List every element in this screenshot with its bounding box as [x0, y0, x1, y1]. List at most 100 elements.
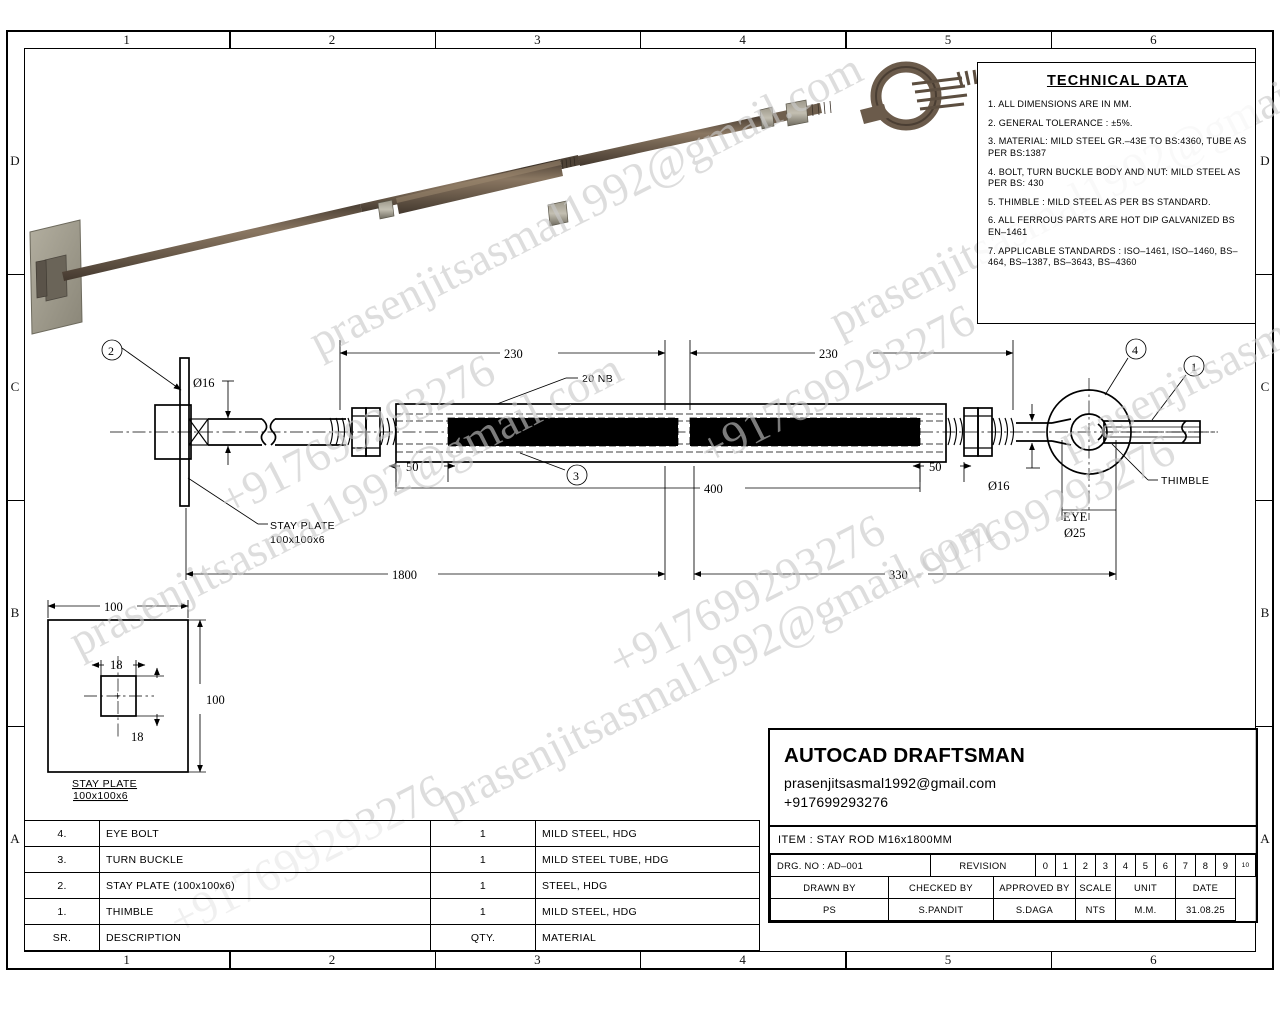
table-row: 3. TURN BUCKLE 1 MILD STEEL TUBE, HDG — [24, 846, 760, 873]
drawn-by-label: DRAWN BY — [769, 875, 890, 899]
zone-tick-bottom — [845, 952, 847, 970]
turnbuckle-tube — [395, 403, 947, 463]
company-email: prasenjitsasmal1992@gmail.com — [784, 775, 997, 791]
zone-label-top-3: 3 — [534, 32, 541, 47]
balloon-4: 4 — [1104, 338, 1147, 396]
company-phone: +917699293276 — [784, 794, 889, 811]
detail-dim-18h: 18 — [131, 730, 144, 744]
plate-rod-joint — [188, 418, 209, 446]
checked-by-value: S.PANDIT — [888, 897, 994, 921]
zone-tick-top — [640, 30, 642, 48]
revision-cell: 9 — [1215, 853, 1236, 877]
label-stay-plate-size: 100x100x6 — [270, 534, 325, 546]
zone-label-right-C: C — [1260, 379, 1270, 394]
dim-330: 330 — [693, 466, 1117, 582]
zone-label-right-D: D — [1260, 153, 1270, 168]
bom-mat: MILD STEEL, HDG — [535, 898, 760, 925]
bom-desc: THIMBLE — [99, 898, 431, 925]
revision-cell: 6 — [1155, 853, 1176, 877]
dim-230-right: 230 — [689, 340, 1014, 410]
rod-left — [208, 418, 346, 446]
zone-label-right-A: A — [1260, 831, 1270, 846]
tech-item: 2. GENERAL TOLERANCE : ±5%. — [988, 117, 1133, 128]
technical-data-title: TECHNICAL DATA — [1046, 73, 1189, 89]
tech-item: 4. BOLT, TURN BUCKLE BODY AND NUT: MILD … — [988, 166, 1241, 189]
detail-subtitle: 100x100x6 — [73, 790, 128, 802]
dim-230-left: 230 — [339, 340, 666, 410]
dim-50-left-text: 50 — [406, 460, 419, 474]
bolt-head — [154, 404, 192, 460]
tech-item: 7. APPLICABLE STANDARDS : ISO–1461, ISO–… — [988, 245, 1238, 268]
bom-mat: MILD STEEL, HDG — [535, 820, 760, 847]
zone-tick-left — [6, 726, 24, 728]
date-value: 31.08.25 — [1175, 897, 1236, 921]
stay-plate-detail: + 100 100 18 18 STAY PLAT — [47, 600, 225, 802]
label-stay-plate-text: STAY PLATE — [270, 520, 335, 532]
bom-qty: 1 — [430, 846, 536, 873]
iso-rod-right — [578, 99, 832, 166]
zone-label-right-B: B — [1260, 605, 1270, 620]
balloon-3-text: 3 — [573, 469, 579, 483]
bom-header-desc: DESCRIPTION — [99, 924, 431, 951]
nut-right — [963, 407, 993, 457]
dim-50-left: 50 — [388, 460, 456, 482]
item-description: ITEM : STAY ROD M16x1800MM — [770, 827, 1256, 854]
drg-no: DRG. NO : AD–001 — [770, 853, 931, 877]
iso-nut-left — [377, 199, 569, 227]
revision-cell: 3 — [1095, 853, 1116, 877]
eye-bolt-eye — [1046, 378, 1132, 520]
bom-qty: 1 — [430, 898, 536, 925]
zone-label-left-A: A — [10, 831, 20, 846]
table-row: 4. EYE BOLT 1 MILD STEEL, HDG — [24, 820, 760, 847]
title-block-header: AUTOCAD DRAFTSMAN prasenjitsasmal1992@gm… — [770, 730, 1256, 827]
dim-dia16-left: Ø16 — [193, 376, 234, 465]
zone-label-bottom-1: 1 — [123, 952, 130, 967]
table-row: 2. STAY PLATE (100x100x6) 1 STEEL, HDG — [24, 872, 760, 899]
balloon-3: 3 — [519, 452, 588, 486]
bom-mat: STEEL, HDG — [535, 872, 760, 899]
zone-label-left-B: B — [10, 605, 20, 620]
bill-of-materials: 4. EYE BOLT 1 MILD STEEL, HDG 3. TURN BU… — [24, 820, 760, 951]
zone-label-left-C: C — [10, 379, 20, 394]
unit-label: UNIT — [1115, 875, 1176, 899]
zone-label-top-5: 5 — [944, 32, 952, 47]
dim-dia16-left-text: Ø16 — [193, 376, 215, 390]
zone-label-left-D: D — [10, 153, 20, 168]
iso-thimble — [911, 69, 978, 111]
detail-center-mark: + — [114, 689, 121, 703]
zone-tick-top — [229, 30, 231, 48]
title-block-grid: DRG. NO : AD–001 REVISION 0 1 2 3 4 5 6 … — [769, 853, 1256, 921]
iso-turnbuckle — [396, 160, 563, 214]
sheet-inner-frame — [24, 48, 1256, 952]
bom-header-sr: SR. — [24, 924, 100, 951]
bom-qty: 1 — [430, 872, 536, 899]
bom-sr: 1. — [24, 898, 100, 925]
zone-label-bottom-4: 4 — [739, 952, 746, 967]
label-thimble: THIMBLE — [1111, 443, 1209, 487]
zone-label-bottom-6: 6 — [1150, 952, 1157, 967]
field-values-row: PS S.PANDIT S.DAGA NTS M.M. 31.08.25 — [769, 897, 1256, 921]
thread-left-2 — [380, 417, 397, 446]
zone-tick-top — [1050, 30, 1053, 48]
dim-eye-label: EYE — [1063, 510, 1088, 524]
bom-mat: MILD STEEL TUBE, HDG — [535, 846, 760, 873]
eye-bolt-shank — [1016, 422, 1052, 442]
bom-desc: EYE BOLT — [99, 820, 431, 847]
dim-50-right-text: 50 — [929, 460, 942, 474]
zone-tick-bottom — [640, 952, 642, 970]
revision-cell: 10 — [1235, 853, 1256, 877]
tech-item: 1. ALL DIMENSIONS ARE IN MM. — [988, 99, 1132, 109]
revision-cell: 0 — [1035, 853, 1056, 877]
company-name: AUTOCAD DRAFTSMAN — [784, 744, 1026, 767]
detail-dim-100w: 100 — [104, 600, 123, 614]
scale-value: NTS — [1075, 897, 1116, 921]
label-thimble-text: THIMBLE — [1161, 475, 1209, 487]
zone-tick-right — [1256, 274, 1274, 276]
bom-sr: 2. — [24, 872, 100, 899]
zone-tick-left — [6, 274, 24, 276]
dim-eye-dia: Ø25 — [1064, 526, 1086, 540]
zone-label-bottom-2: 2 — [328, 952, 336, 967]
thread-right-2 — [947, 417, 964, 446]
